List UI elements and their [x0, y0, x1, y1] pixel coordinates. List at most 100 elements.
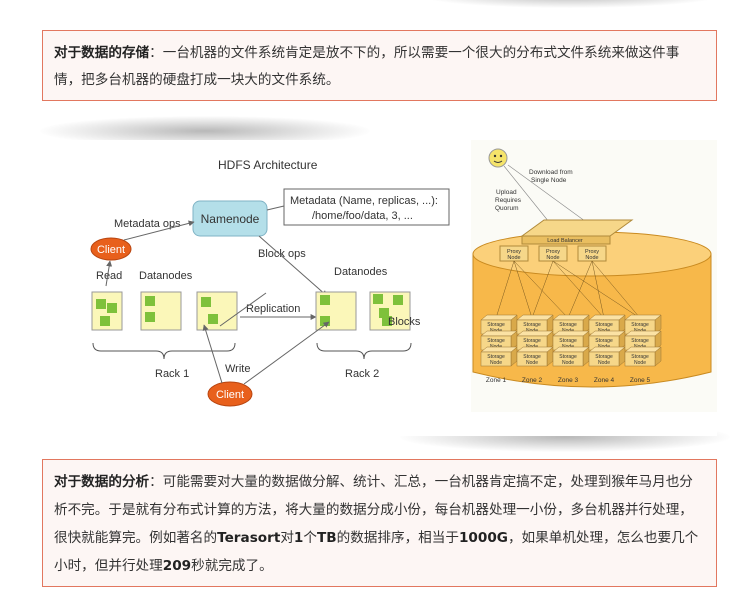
- storage-node-label: Storage: [487, 322, 505, 328]
- metadata-ops-label: Metadata ops: [114, 218, 181, 230]
- datanodes-right-label: Datanodes: [334, 266, 388, 278]
- hdfs-title: HDFS Architecture: [218, 158, 318, 172]
- storage-heading: 对于数据的存储: [54, 45, 150, 61]
- client-top: [90, 237, 132, 261]
- smiley-eye: [493, 154, 497, 158]
- proxy-node-1-line2: Node: [507, 255, 520, 261]
- storage-node-box: [516, 351, 548, 367]
- block: [208, 314, 218, 324]
- zone-4-label: Zone 4: [594, 377, 615, 384]
- replication-link: [219, 292, 267, 327]
- metadata-connector: [266, 205, 285, 211]
- storage-node-label: Storage: [487, 354, 505, 360]
- storage-node-label: Node: [598, 360, 610, 366]
- client-top-label: Client: [97, 244, 125, 256]
- storage-node-top: [516, 314, 554, 321]
- storage-node-label: Node: [526, 360, 538, 366]
- storage-node-top: [588, 346, 626, 353]
- storage-node-top: [552, 346, 590, 353]
- analysis-text-4: 的数据排序，相当于: [336, 530, 459, 546]
- write-label: Write: [225, 363, 250, 375]
- storage-node-label: Node: [634, 360, 646, 366]
- storage-node-top: [480, 346, 518, 353]
- zone-1-label: Zone 1: [486, 377, 507, 384]
- storage-node-top: [624, 330, 662, 337]
- replication-label: Replication: [246, 303, 300, 315]
- storage-node-label: Storage: [595, 322, 613, 328]
- analysis-text-5: ，如果单机处理，怎么也要几个小时，但并行处理: [54, 530, 699, 574]
- load-balancer-front: [521, 235, 611, 245]
- namenode-box: [192, 200, 268, 237]
- user-smiley-icon: [488, 148, 508, 168]
- zone-3-label: Zone 3: [558, 377, 579, 384]
- zone-5-label: Zone 5: [630, 377, 651, 384]
- proxy-node-2-line2: Node: [546, 255, 559, 261]
- architecture-svg: HDFS Architecture Namenode Metadata (Nam…: [90, 140, 717, 412]
- architecture-figure: HDFS Architecture Namenode Metadata (Nam…: [44, 140, 717, 436]
- datanodes-left-label: Datanodes: [139, 270, 193, 282]
- storage-node-label: Storage: [559, 338, 577, 344]
- rack1-brace: [92, 342, 236, 360]
- analysis-text-1: ：可能需要对大量的数据做分解、统计、汇总，一台机器肯定搞不定，处理到猴年马月也分…: [54, 474, 693, 546]
- block: [382, 316, 392, 326]
- terasort-label: Terasort: [217, 530, 281, 546]
- download-line1: Download from: [529, 169, 573, 176]
- metadata-line2: /home/foo/data, 3, ...: [312, 210, 413, 222]
- block: [320, 316, 330, 326]
- storage-node-label: Storage: [523, 322, 541, 328]
- storage-node-label: Storage: [487, 338, 505, 344]
- block: [201, 297, 211, 307]
- proxy-node-3-line2: Node: [585, 255, 598, 261]
- download-line2: Single Node: [531, 177, 567, 184]
- seconds-value: 209: [162, 558, 192, 574]
- namenode-label: Namenode: [201, 212, 260, 226]
- storage-callout: 对于数据的存储：一台机器的文件系统肯定是放不下的，所以需要一个很大的分布式文件系…: [42, 30, 717, 101]
- storage-node-box: [552, 351, 584, 367]
- upload-line1: Upload: [496, 189, 517, 196]
- storage-node-label: Storage: [523, 338, 541, 344]
- block: [145, 312, 155, 322]
- upload-line3: Quorum: [495, 205, 518, 212]
- storage-node-top: [480, 314, 518, 321]
- storage-node-top: [588, 314, 626, 321]
- top-shadow: [420, 0, 720, 8]
- storage-node-label: Storage: [631, 338, 649, 344]
- block-ops-arrow: [258, 235, 328, 297]
- storage-node-top: [624, 314, 662, 321]
- client-bottom: [207, 381, 253, 407]
- analysis-text-3: 个: [303, 530, 317, 546]
- block: [96, 299, 106, 309]
- storage-node-label: Storage: [595, 354, 613, 360]
- storage-node-top: [552, 330, 590, 337]
- storage-node-label: Storage: [631, 354, 649, 360]
- upload-line2: Requires: [495, 197, 522, 204]
- load-balancer-label: Load Balancer: [547, 238, 583, 244]
- tb-unit: TB: [316, 530, 337, 546]
- thousand-g-value: 1000G: [458, 530, 508, 546]
- write-arrow-left: [202, 324, 223, 384]
- analysis-text-6: 秒就完成了。: [191, 558, 273, 574]
- analysis-callout: 对于数据的分析：可能需要对大量的数据做分解、统计、汇总，一台机器肯定搞不定，处理…: [42, 459, 717, 587]
- rack2-label: Rack 2: [345, 368, 379, 380]
- one-value: 1: [293, 530, 304, 546]
- storage-node-label: Storage: [523, 354, 541, 360]
- metadata-line1: Metadata (Name, replicas, ...):: [290, 195, 438, 207]
- user-link: [507, 164, 590, 225]
- storage-cylinder-diagram: Download from Single Node Upload Require…: [471, 140, 717, 412]
- client-bottom-label: Client: [216, 389, 244, 401]
- proxy-storage-links: [495, 260, 641, 319]
- block: [145, 296, 155, 306]
- zone-2-label: Zone 2: [522, 377, 543, 384]
- storage-node-label: Node: [562, 360, 574, 366]
- storage-node-top: [480, 330, 518, 337]
- block: [393, 295, 403, 305]
- proxy-node-2-line1: Proxy: [546, 249, 560, 255]
- blocks-label: Blocks: [388, 316, 421, 328]
- block-ops-label: Block ops: [258, 248, 306, 260]
